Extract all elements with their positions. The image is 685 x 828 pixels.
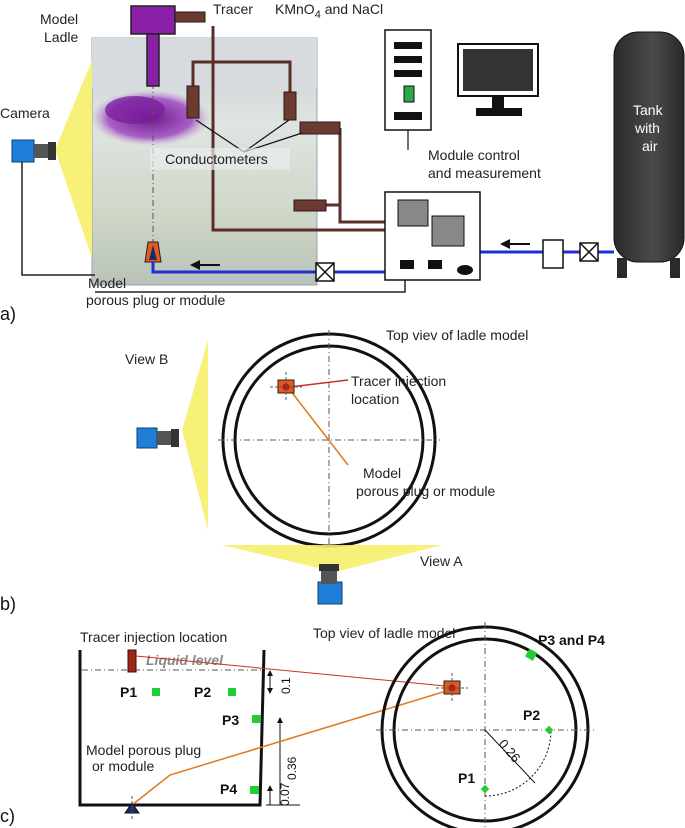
tracer-injection-label-b-1: Tracer injection (351, 373, 446, 389)
camera-icon (11, 139, 56, 163)
dim-arrow (267, 785, 273, 791)
tracer-top-fitting (174, 11, 206, 23)
tracer-injector (130, 5, 176, 35)
tracer-chemicals-label: KMnO4 and NaCl (275, 1, 383, 21)
plug-label-c-1: Model porous plug (86, 742, 201, 758)
plug-label-a-2: porous plug or module (86, 292, 226, 308)
plug-leader-b (289, 389, 349, 466)
model-ladle-label-1: Model (40, 11, 78, 27)
radius-arc (484, 729, 552, 797)
conductometer-2 (283, 91, 297, 121)
liquid-level-label: Liquid level (146, 652, 224, 668)
air-tank-icon (613, 31, 685, 278)
view-b-label: View B (125, 351, 168, 367)
view-a-label: View A (420, 553, 463, 569)
dim-0-07: 0.07 (278, 782, 292, 806)
tracer-label: Tracer (213, 1, 253, 17)
plug-label-a-1: Model (88, 275, 126, 291)
porous-plug-a-core (149, 245, 157, 260)
module-control-label-1: Module control (428, 147, 520, 163)
p1-label-side: P1 (120, 684, 137, 700)
dim-0-26: 0.26 (496, 736, 524, 765)
p2-label-top: P2 (523, 707, 540, 723)
arrow-left-icon (190, 260, 220, 270)
p4-label-side: P4 (220, 781, 237, 797)
tracer-injector-stem (146, 33, 160, 87)
camera-icon (136, 427, 179, 449)
dim-arrow (267, 670, 273, 676)
plug-leader-c (131, 691, 444, 806)
tank-label-2: with (634, 120, 660, 136)
valve-icon (315, 262, 335, 282)
p1-label-top: P1 (458, 770, 475, 786)
computer-monitor-icon (457, 43, 539, 116)
tracer-plume-core (105, 96, 165, 124)
module-control-label-2: and measurement (428, 165, 541, 181)
panel-a-label: a) (0, 304, 16, 324)
p2-marker-side (228, 688, 236, 696)
conductometer-3 (299, 121, 341, 135)
tracer-chem-prefix: KMnO (275, 1, 315, 17)
computer-tower-icon (384, 29, 432, 131)
dim-arrow (267, 688, 273, 694)
valve-icon (579, 242, 599, 262)
plug-label-b-1: Model (363, 465, 401, 481)
panel-b-label: b) (0, 594, 16, 614)
p4-marker-side (250, 786, 259, 794)
panel-c-label: c) (0, 806, 15, 826)
conductometer-4 (293, 199, 327, 212)
p3p4-marker (525, 648, 538, 661)
control-cabinet-icon (384, 191, 481, 281)
p3-marker-side (252, 715, 261, 723)
camera-cable (21, 162, 95, 276)
tank-label-3: air (642, 138, 658, 154)
conductometers-label: Conductometers (165, 151, 268, 167)
tracer-leader-b (289, 379, 349, 388)
p2-marker-top (544, 725, 554, 735)
tracer-injection-label-c: Tracer injection location (80, 629, 227, 645)
arrow-left-icon (500, 239, 530, 249)
p3-label-side: P3 (222, 712, 239, 728)
flow-meter (542, 239, 564, 269)
p3p4-label: P3 and P4 (538, 632, 605, 648)
camera-view-cone-a-bottom (222, 545, 442, 572)
radius-line (484, 729, 536, 784)
camera-icon (317, 564, 343, 605)
air-line (151, 262, 390, 274)
p2-label-side: P2 (194, 684, 211, 700)
conductometer-1 (186, 85, 200, 119)
panel-a: Conductometers Tracer KMnO4 and NaCl Mod… (0, 1, 685, 324)
tracer-chem-sub: 4 (315, 9, 321, 21)
plug-label-b-2: porous plug or module (356, 483, 496, 499)
tracer-injection-label-b-2: location (351, 391, 399, 407)
top-view-label-c: Top viev of ladle model (313, 625, 455, 641)
plug-label-c-2: or module (92, 758, 154, 774)
panel-c: Tracer injection location Top viev of la… (0, 622, 605, 828)
camera-view-cone-a (55, 60, 92, 258)
p1-marker-side (152, 688, 160, 696)
ladle-side-wall (78, 649, 266, 807)
camera-label: Camera (0, 105, 50, 121)
top-view-label-b: Top viev of ladle model (386, 327, 528, 343)
tank-label-1: Tank (633, 102, 664, 118)
tracer-chem-suffix: and NaCl (321, 1, 383, 17)
model-ladle-label-2: Ladle (44, 29, 78, 45)
tracer-injector-c (127, 649, 137, 673)
dim-0-1: 0.1 (279, 677, 293, 694)
p1-marker-top (480, 784, 490, 794)
panel-b: Top viev of ladle model Tracer injection… (0, 327, 528, 614)
dim-0-36: 0.36 (285, 756, 299, 780)
camera-view-cone-b (182, 340, 208, 530)
dim-arrow (277, 717, 283, 723)
